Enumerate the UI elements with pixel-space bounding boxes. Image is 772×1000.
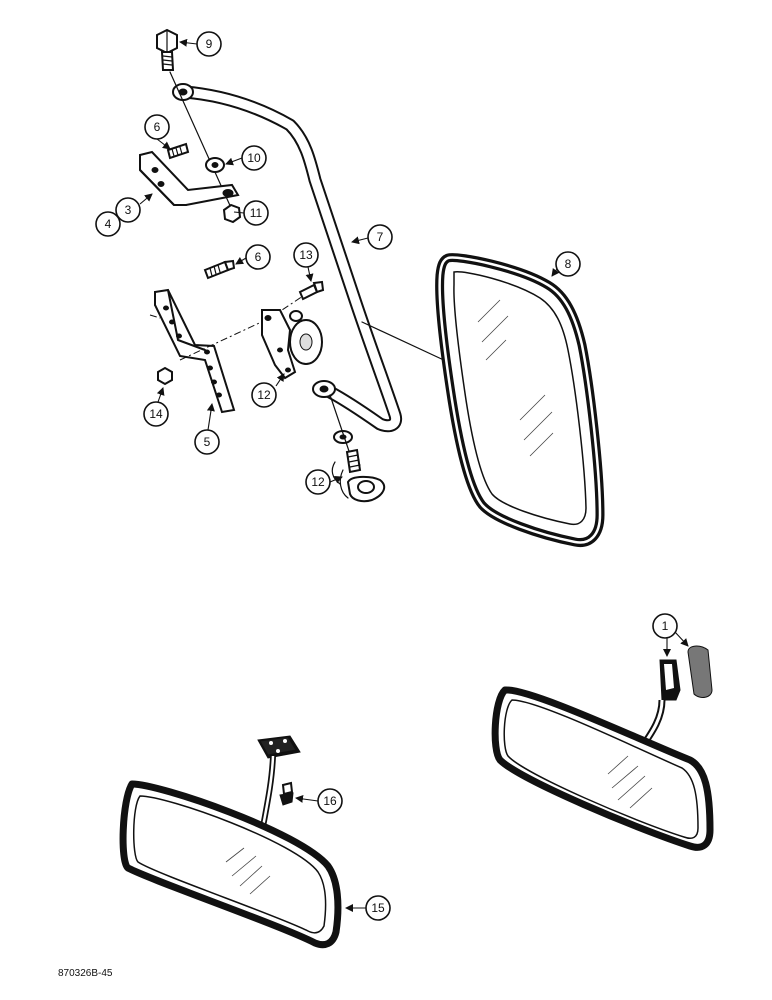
svg-text:12: 12 (257, 388, 271, 402)
svg-text:6: 6 (154, 120, 161, 134)
svg-text:1: 1 (662, 619, 669, 633)
callout-14: 14 (143, 401, 169, 427)
wing-nut (331, 461, 386, 503)
interior-mirror-right (491, 645, 714, 851)
svg-text:3: 3 (125, 203, 132, 217)
callout-5: 5 (194, 429, 220, 455)
svg-text:15: 15 (371, 901, 385, 915)
callout-16: 16 (317, 788, 343, 814)
swivel-clamp (261, 309, 323, 380)
callout-8: 8 (555, 251, 581, 277)
svg-text:11: 11 (250, 206, 263, 220)
callout-12-lower: 12 (305, 469, 331, 495)
svg-text:8: 8 (565, 257, 572, 271)
nut-11 (222, 203, 242, 224)
svg-text:6: 6 (255, 250, 262, 264)
bolt-13 (298, 280, 325, 301)
bracket-5 (154, 288, 236, 414)
callout-15: 15 (365, 895, 391, 921)
svg-text:14: 14 (149, 407, 163, 421)
stud-bolt (345, 448, 362, 474)
callout-10: 10 (241, 145, 267, 171)
callout-1: 1 (652, 613, 678, 639)
reference-code: 870326B-45 (58, 968, 113, 979)
washer-10 (205, 157, 225, 173)
bolt-6-lower (203, 259, 236, 280)
callout-4: 4 (95, 211, 121, 237)
callout-6-upper: 6 (144, 114, 170, 140)
callout-6-lower: 6 (245, 244, 271, 270)
side-mirror (435, 253, 605, 548)
callout-11: 11 (243, 200, 269, 226)
svg-text:10: 10 (247, 151, 261, 165)
callout-9: 9 (196, 31, 222, 57)
svg-text:12: 12 (311, 475, 325, 489)
bolt-9 (156, 28, 178, 71)
bracket-3 (139, 150, 240, 206)
callout-13: 13 (293, 242, 319, 268)
svg-text:9: 9 (206, 37, 213, 51)
mirror-arm (172, 83, 403, 433)
svg-text:13: 13 (299, 248, 313, 262)
screw-16 (279, 781, 294, 806)
callout-12-upper: 12 (251, 382, 277, 408)
callout-3: 3 (115, 197, 141, 223)
svg-text:16: 16 (323, 794, 337, 808)
svg-text:5: 5 (204, 435, 211, 449)
callout-7: 7 (367, 224, 393, 250)
nut-14 (157, 366, 173, 386)
svg-text:4: 4 (105, 217, 112, 231)
interior-mirror-left (119, 735, 342, 949)
svg-text:7: 7 (377, 230, 384, 244)
bolt-6-upper (166, 142, 190, 160)
